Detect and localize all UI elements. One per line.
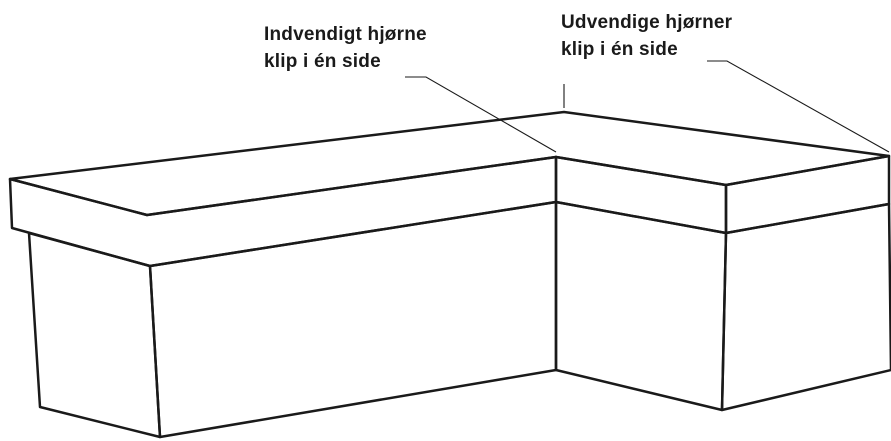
inner-corner-label-line2: klip i én side xyxy=(264,51,381,72)
outer-corner-label: Udvendige hjørner klip i én side xyxy=(561,9,732,63)
lid-end-right xyxy=(724,154,891,235)
body-end-right xyxy=(720,202,891,412)
body-front-left xyxy=(148,200,558,439)
inner-corner-leader-line xyxy=(405,76,557,153)
body-end-left xyxy=(27,231,162,439)
inner-corner-label-line1: Indvendigt hjørne xyxy=(264,24,427,45)
lid-front-right xyxy=(554,155,728,235)
outer-corner-label-line2: klip i én side xyxy=(561,39,678,60)
body-front-right xyxy=(554,200,728,412)
lid-top-face xyxy=(8,110,891,217)
outer-corner-leader-line xyxy=(707,60,890,153)
outer-corner-label-line1: Udvendige hjørner xyxy=(561,12,733,33)
inner-corner-label: Indvendigt hjørne klip i én side xyxy=(264,21,427,75)
